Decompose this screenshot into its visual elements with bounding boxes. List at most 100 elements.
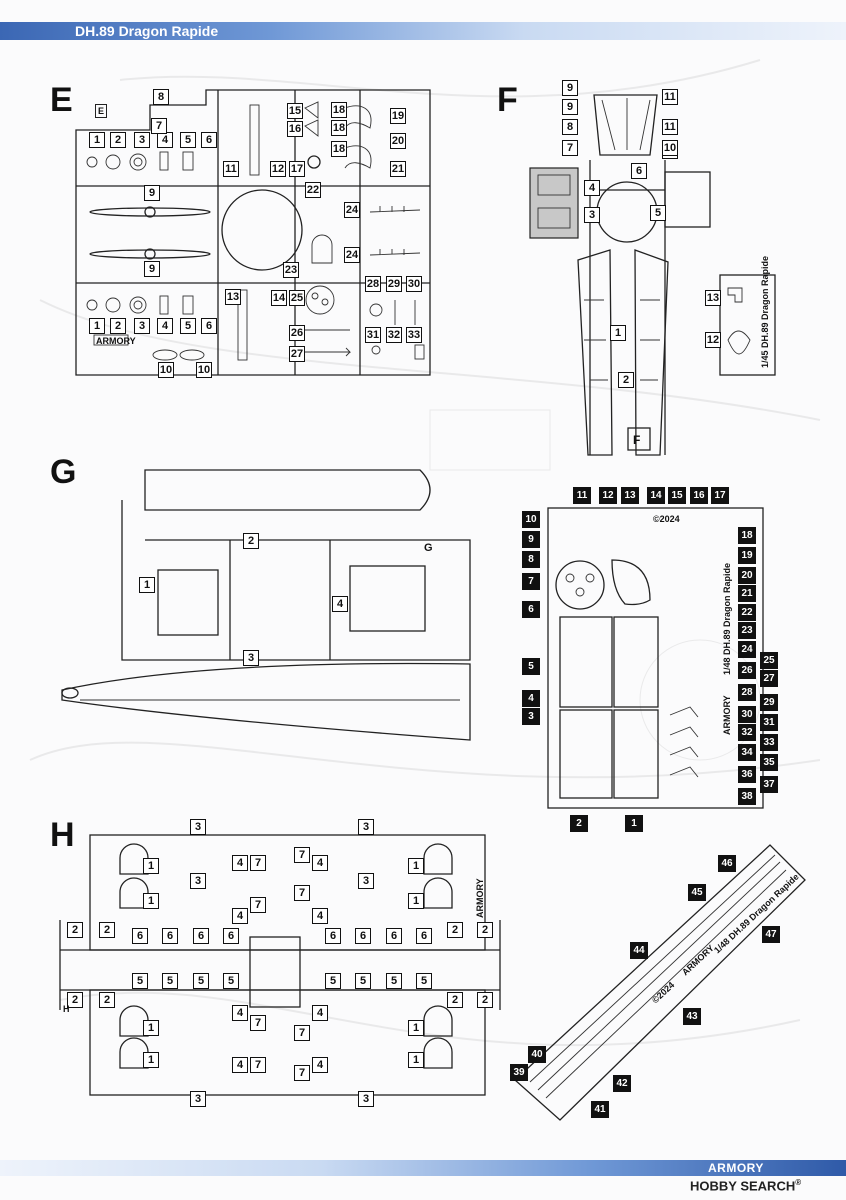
clear-part-label: 46 <box>718 855 736 872</box>
h-brand-tag: ARMORY <box>475 878 485 918</box>
part-label: 30 <box>406 276 422 292</box>
part-label: 1 <box>408 893 424 909</box>
part-label: 9 <box>144 185 160 201</box>
pe-part-label: 22 <box>738 604 756 621</box>
part-label: 13 <box>705 290 721 306</box>
part-label: 3 <box>190 819 206 835</box>
pe-part-label: 34 <box>738 744 756 761</box>
part-label: 2 <box>99 922 115 938</box>
part-label: 19 <box>390 108 406 124</box>
part-label: 6 <box>193 928 209 944</box>
section-letter-f: F <box>497 81 518 119</box>
part-label: 5 <box>650 205 666 221</box>
clear-part-label: 45 <box>688 884 706 901</box>
pe-part-label: 36 <box>738 766 756 783</box>
part-label: 6 <box>416 928 432 944</box>
part-label: 9 <box>144 261 160 277</box>
pe-part-label: 38 <box>738 788 756 805</box>
part-label: 7 <box>151 118 167 134</box>
brand-tag-e: ARMORY <box>96 336 136 346</box>
part-label: 2 <box>477 992 493 1008</box>
part-label: 6 <box>386 928 402 944</box>
sprue-tag-e: E <box>95 104 107 118</box>
part-label: 4 <box>584 180 600 196</box>
part-label: 33 <box>406 327 422 343</box>
part-label: 11 <box>223 161 239 177</box>
part-label: 7 <box>294 1065 310 1081</box>
part-label: 3 <box>358 1091 374 1107</box>
pe-part-label: 17 <box>711 487 729 504</box>
clear-part-label: 44 <box>630 942 648 959</box>
pe-part-label: 27 <box>760 670 778 687</box>
part-label: 5 <box>180 132 196 148</box>
part-label: 2 <box>99 992 115 1008</box>
pe-part-label: 25 <box>760 652 778 669</box>
part-label: 4 <box>312 855 328 871</box>
part-label: 10 <box>158 362 174 378</box>
part-label: 31 <box>365 327 381 343</box>
part-label: 6 <box>355 928 371 944</box>
part-label: 21 <box>390 161 406 177</box>
part-label: 8 <box>153 89 169 105</box>
part-label: 16 <box>287 121 303 137</box>
part-label: 5 <box>162 973 178 989</box>
part-label: 7 <box>294 847 310 863</box>
part-label: 7 <box>294 885 310 901</box>
pe-part-label: 4 <box>522 690 540 707</box>
part-label: 12 <box>705 332 721 348</box>
part-label: 4 <box>312 1005 328 1021</box>
part-label: 1 <box>143 893 159 909</box>
pe-part-label: 31 <box>760 714 778 731</box>
part-label: 3 <box>190 1091 206 1107</box>
pe-part-label: 14 <box>647 487 665 504</box>
part-label: 18 <box>331 141 347 157</box>
part-label: 7 <box>294 1025 310 1041</box>
part-label: 5 <box>193 973 209 989</box>
part-label: 6 <box>223 928 239 944</box>
page-title: DH.89 Dragon Rapide <box>75 23 219 39</box>
pe-part-label: 12 <box>599 487 617 504</box>
pe-part-label: 6 <box>522 601 540 618</box>
part-label: 32 <box>386 327 402 343</box>
clear-part-label: 47 <box>762 926 780 943</box>
pe-fret <box>547 507 764 809</box>
clear-part-label: 40 <box>528 1046 546 1063</box>
part-label: 2 <box>67 922 83 938</box>
part-label: 4 <box>312 1057 328 1073</box>
pe-part-label: 2 <box>570 815 588 832</box>
part-label: 4 <box>232 1005 248 1021</box>
sprue-tag-g: G <box>424 542 433 554</box>
part-label: 5 <box>180 318 196 334</box>
part-label: 1 <box>408 858 424 874</box>
sprue-f-caption: 1/45 DH.89 Dragon Rapide <box>760 255 770 368</box>
clear-part-label: 43 <box>683 1008 701 1025</box>
sprue-tag-f: F <box>633 433 641 447</box>
part-label: 1 <box>89 132 105 148</box>
part-label: 2 <box>618 372 634 388</box>
sprue-h <box>59 834 501 1096</box>
part-label: 28 <box>365 276 381 292</box>
pe-part-label: 32 <box>738 724 756 741</box>
part-label: 3 <box>243 650 259 666</box>
part-label: 4 <box>312 908 328 924</box>
pe-part-label: 35 <box>760 754 778 771</box>
part-label: 4 <box>232 855 248 871</box>
pe-part-label: 1 <box>625 815 643 832</box>
part-label: 7 <box>250 1057 266 1073</box>
clear-part-label: 42 <box>613 1075 631 1092</box>
part-label: 1 <box>143 1052 159 1068</box>
part-label: 8 <box>562 119 578 135</box>
part-label: 25 <box>289 290 305 306</box>
part-label: 1 <box>143 1020 159 1036</box>
clear-part-label: 39 <box>510 1064 528 1081</box>
pe-part-label: 24 <box>738 641 756 658</box>
section-letter-e: E <box>50 81 73 119</box>
pe-part-label: 13 <box>621 487 639 504</box>
part-label: 14 <box>271 290 287 306</box>
part-label: 20 <box>390 133 406 149</box>
part-label: 17 <box>289 161 305 177</box>
section-letter-g: G <box>50 453 77 491</box>
part-label: 3 <box>584 207 600 223</box>
pe-part-label: 3 <box>522 708 540 725</box>
part-label: 3 <box>134 318 150 334</box>
